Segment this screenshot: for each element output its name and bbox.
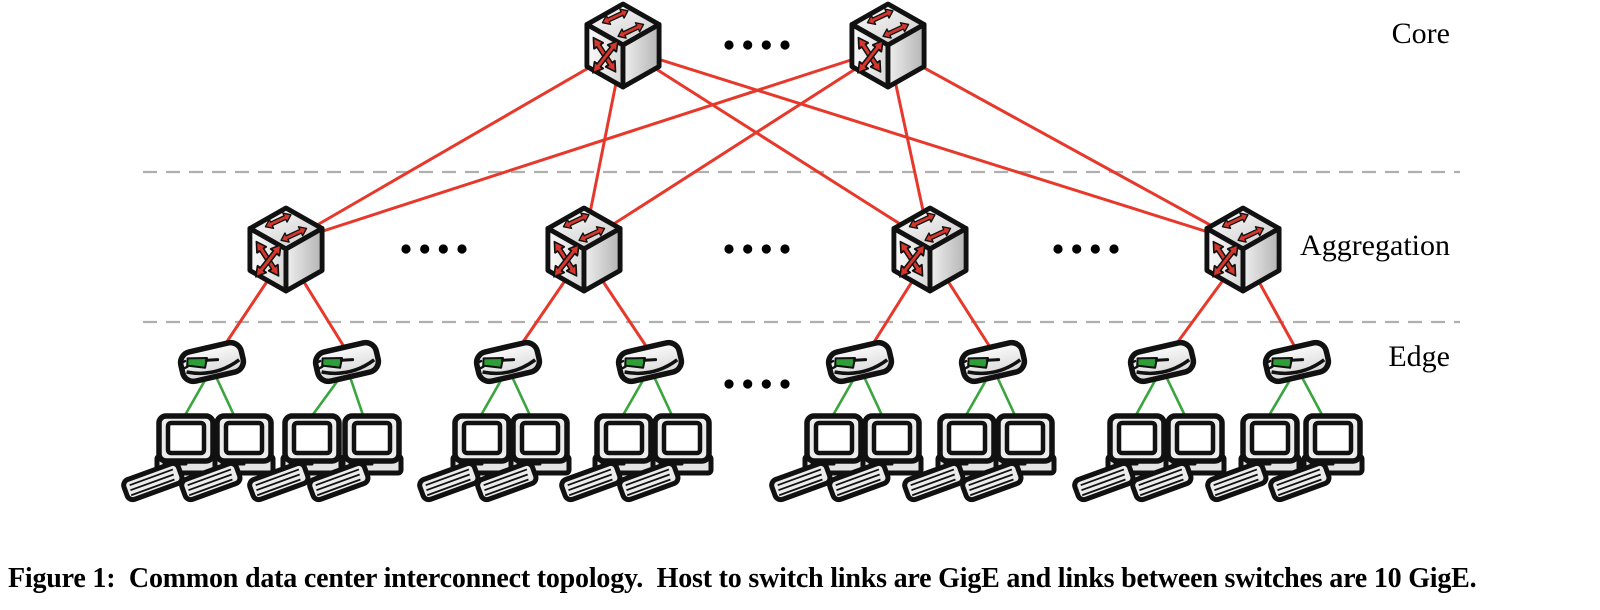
ellipsis-dot [780, 244, 790, 254]
ellipsis-dot [780, 379, 790, 389]
edge-switch-icon [178, 340, 245, 383]
ellipsis-dot [401, 244, 411, 254]
ellipsis-dot [1072, 244, 1082, 254]
edge-switch-icon [1128, 340, 1195, 383]
ellipsis-dot [780, 40, 790, 50]
core-layer-label: Core [1391, 17, 1450, 50]
core-aggregation-link [622, 46, 931, 245]
core-aggregation-link [622, 46, 1244, 245]
edge-switch-icon [474, 340, 541, 383]
topology-diagram [0, 0, 1460, 545]
ellipsis-dot [457, 244, 467, 254]
layer-separators [143, 170, 1460, 324]
aggregation-switch-icon [250, 208, 322, 291]
core-aggregation-link [285, 46, 624, 245]
ellipsis-dots [724, 379, 790, 389]
core-aggregation-link [285, 46, 889, 245]
aggregation-switch-icon [894, 208, 966, 291]
edge-switch-icon [1263, 340, 1330, 383]
ellipsis-dots [1053, 244, 1119, 254]
figure-caption: Figure 1: Common data center interconnec… [8, 563, 1477, 594]
ellipsis-dot [743, 379, 753, 389]
aggregation-layer-label: Aggregation [1300, 229, 1450, 262]
ellipsis-dot [724, 244, 734, 254]
layer-dots [401, 40, 1119, 389]
ellipsis-dot [1053, 244, 1063, 254]
aggregation-switch-icon [548, 208, 620, 291]
aggregation-switch-icon [1207, 208, 1279, 291]
core-aggregation-link [583, 46, 889, 245]
edge-switch-icon [616, 340, 683, 383]
ellipsis-dot [438, 244, 448, 254]
ellipsis-dot [1109, 244, 1119, 254]
ellipsis-dot [420, 244, 430, 254]
ellipsis-dot [724, 40, 734, 50]
edge-switch-icon [826, 340, 893, 383]
core-switch-icon [852, 4, 924, 87]
ellipsis-dot [724, 379, 734, 389]
ellipsis-dot [743, 244, 753, 254]
ellipsis-dot [1090, 244, 1100, 254]
core-aggregation-link [887, 46, 1244, 245]
edge-switch-icon [313, 340, 380, 383]
ellipsis-dots [724, 244, 790, 254]
ellipsis-dot [761, 40, 771, 50]
ellipsis-dot [761, 244, 771, 254]
ellipsis-dot [761, 379, 771, 389]
ellipsis-dot [743, 40, 753, 50]
ellipsis-dots [724, 40, 790, 50]
edge-layer-label: Edge [1388, 340, 1450, 373]
ellipsis-dots [401, 244, 467, 254]
edge-switch-icon [959, 340, 1026, 383]
core-switch-icon [587, 4, 659, 87]
layer-nodes [122, 4, 1362, 501]
